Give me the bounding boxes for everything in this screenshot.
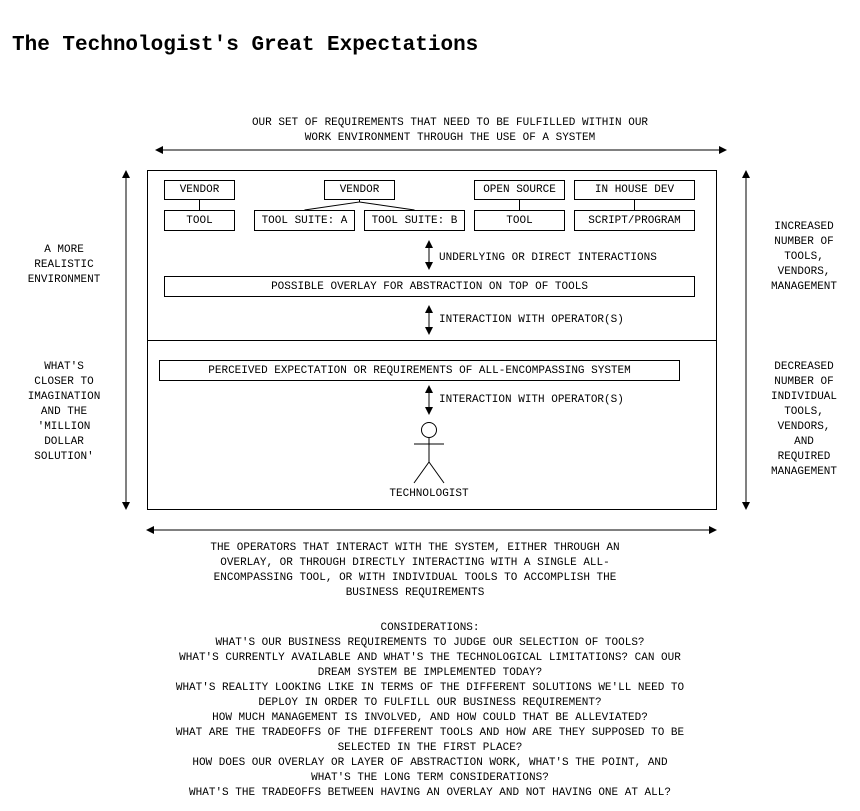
note-line: A MORE <box>44 244 84 256</box>
underlying-label-text: UNDERLYING OR DIRECT INTERACTIONS <box>439 252 657 264</box>
note-line: REQUIRED <box>777 451 831 463</box>
note-line: MANAGEMENT <box>770 281 837 293</box>
tool-box-3: TOOL <box>474 210 565 231</box>
note-line: AND THE <box>40 406 88 418</box>
script-program-box: SCRIPT/PROGRAM <box>574 210 695 231</box>
consideration-line: WHAT'S THE LONG TERM CONSIDERATIONS? <box>311 772 549 784</box>
consideration-line: SELECTED IN THE FIRST PLACE? <box>337 742 523 754</box>
technologist-label: TECHNOLOGIST <box>369 487 489 502</box>
requirements-caption-line: WORK ENVIRONMENT THROUGH THE USE OF A SY… <box>304 132 596 144</box>
note-line: 'MILLION <box>37 421 91 433</box>
vendor-box-2: VENDOR <box>324 180 395 200</box>
consideration-line: DEPLOY IN ORDER TO FULFILL OUR BUSINESS … <box>258 697 602 709</box>
considerations-heading: CONSIDERATIONS: <box>380 622 480 634</box>
vendor-box-1: VENDOR <box>164 180 235 200</box>
technologist-figure <box>413 422 445 484</box>
tool-box-1: TOOL <box>164 210 235 231</box>
technologist-label-text: TECHNOLOGIST <box>389 488 469 500</box>
note-line: DOLLAR <box>44 436 84 448</box>
note-line: ENVIRONMENT <box>27 274 101 286</box>
consideration-line: WHAT ARE THE TRADEOFFS OF THE DIFFERENT … <box>175 727 685 739</box>
note-line: INDIVIDUAL <box>770 391 837 403</box>
interaction-label-2: INTERACTION WITH OPERATOR(S) <box>439 393 624 408</box>
note-line: TOOLS, <box>784 251 824 263</box>
left-lower-note: WHAT'S CLOSER TO IMAGINATION AND THE 'MI… <box>10 360 118 465</box>
interaction-label-2-text: INTERACTION WITH OPERATOR(S) <box>439 394 624 406</box>
overlay-box: POSSIBLE OVERLAY FOR ABSTRACTION ON TOP … <box>164 276 695 297</box>
tool-suite-a-box: TOOL SUITE: A <box>254 210 355 231</box>
operators-caption: THE OPERATORS THAT INTERACT WITH THE SYS… <box>130 541 700 601</box>
requirements-caption: OUR SET OF REQUIREMENTS THAT NEED TO BE … <box>180 116 720 146</box>
right-upper-note: INCREASED NUMBER OF TOOLS, VENDORS, MANA… <box>758 220 850 295</box>
note-line: SOLUTION' <box>34 451 94 463</box>
note-line: NUMBER OF <box>774 376 834 388</box>
tool-suite-b-box: TOOL SUITE: B <box>364 210 465 231</box>
connector-vendor-suites <box>304 200 415 211</box>
consideration-line: DREAM SYSTEM BE IMPLEMENTED TODAY? <box>317 667 543 679</box>
note-line: NUMBER OF <box>774 236 834 248</box>
note-line: WHAT'S <box>44 361 84 373</box>
note-line: AND <box>794 436 814 448</box>
right-lower-note: DECREASED NUMBER OF INDIVIDUAL TOOLS, VE… <box>758 360 850 480</box>
note-line: INCREASED <box>774 221 834 233</box>
considerations-list: CONSIDERATIONS: WHAT'S OUR BUSINESS REQU… <box>120 621 740 801</box>
consideration-line: HOW MUCH MANAGEMENT IS INVOLVED, AND HOW… <box>212 712 648 724</box>
caption-line: ENCOMPASSING TOOL, OR WITH INDIVIDUAL TO… <box>213 572 617 584</box>
note-line: IMAGINATION <box>27 391 101 403</box>
consideration-line: WHAT'S OUR BUSINESS REQUIREMENTS TO JUDG… <box>215 637 645 649</box>
in-house-dev-box: IN HOUSE DEV <box>574 180 695 200</box>
open-source-box: OPEN SOURCE <box>474 180 565 200</box>
perceived-expectation-box: PERCEIVED EXPECTATION OR REQUIREMENTS OF… <box>159 360 680 381</box>
caption-line: THE OPERATORS THAT INTERACT WITH THE SYS… <box>210 542 620 554</box>
underlying-label: UNDERLYING OR DIRECT INTERACTIONS <box>439 251 657 266</box>
caption-line: OVERLAY, OR THROUGH DIRECTLY INTERACTING… <box>220 557 610 569</box>
consideration-line: HOW DOES OUR OVERLAY OR LAYER OF ABSTRAC… <box>192 757 668 769</box>
interaction-label-1: INTERACTION WITH OPERATOR(S) <box>439 313 624 328</box>
note-line: REALISTIC <box>34 259 94 271</box>
note-line: TOOLS, <box>784 406 824 418</box>
left-upper-note: A MORE REALISTIC ENVIRONMENT <box>10 243 118 288</box>
note-line: MANAGEMENT <box>770 466 837 478</box>
note-line: VENDORS, <box>777 421 831 433</box>
consideration-line: WHAT'S REALITY LOOKING LIKE IN TERMS OF … <box>175 682 685 694</box>
caption-line: BUSINESS REQUIREMENTS <box>345 587 485 599</box>
note-line: CLOSER TO <box>34 376 94 388</box>
consideration-line: WHAT'S CURRENTLY AVAILABLE AND WHAT'S TH… <box>179 652 681 664</box>
requirements-caption-line: OUR SET OF REQUIREMENTS THAT NEED TO BE … <box>251 117 649 129</box>
note-line: VENDORS, <box>777 266 831 278</box>
note-line: DECREASED <box>774 361 834 373</box>
page-title: The Technologist's Great Expectations <box>12 34 479 57</box>
consideration-line: WHAT'S THE TRADEOFFS BETWEEN HAVING AN O… <box>189 787 671 799</box>
interaction-label-1-text: INTERACTION WITH OPERATOR(S) <box>439 314 624 326</box>
